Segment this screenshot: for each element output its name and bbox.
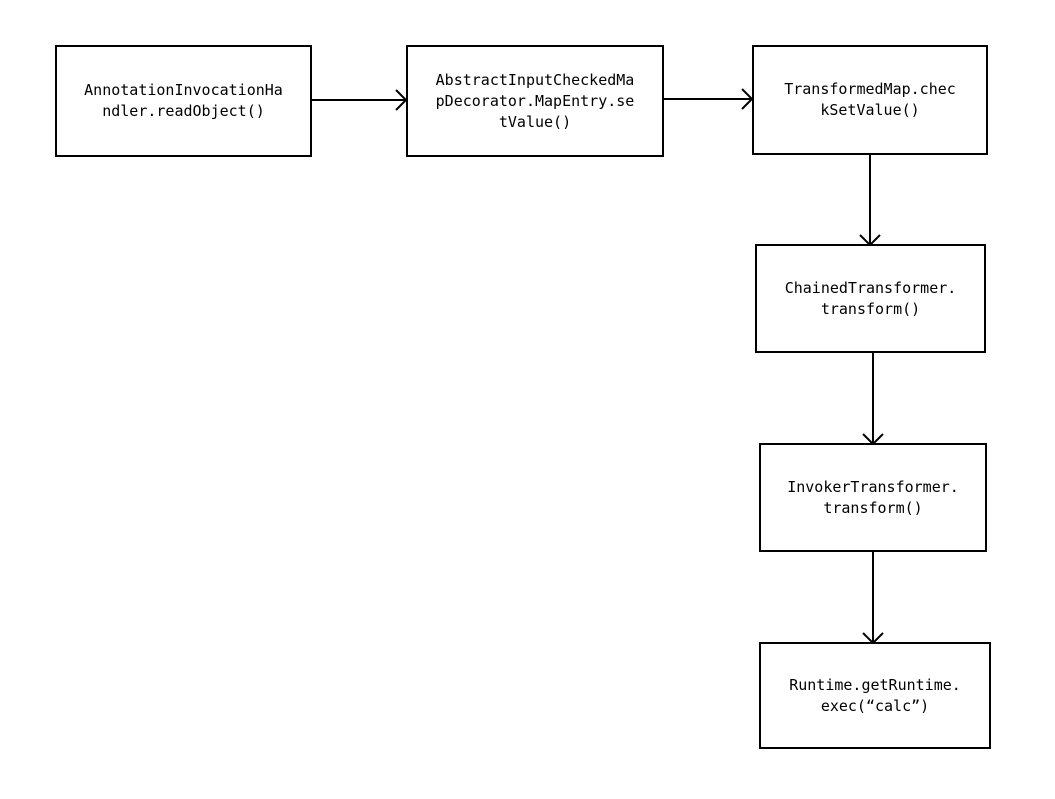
node-label: TransformedMap.chec kSetValue(): [784, 80, 956, 119]
edge-abstract-to-transformedmap: [664, 88, 754, 110]
node-label: InvokerTransformer. transform(): [787, 477, 959, 517]
edge-transformedmap-to-chained: [859, 154, 881, 247]
node-runtime-exec: Runtime.getRuntime. exec(“calc”): [759, 642, 991, 749]
edge-annotation-to-abstract: [312, 89, 408, 111]
node-label: ChainedTransformer. transform(): [784, 278, 957, 318]
node-abstract-input-checked-map-decorator: AbstractInputCheckedMa pDecorator.MapEnt…: [406, 45, 664, 157]
node-invoker-transformer: InvokerTransformer. transform(): [759, 443, 987, 552]
node-label: AnnotationInvocationHa ndler.readObject(…: [84, 81, 283, 120]
node-label: Runtime.getRuntime. exec(“calc”): [789, 675, 961, 715]
node-transformed-map: TransformedMap.chec kSetValue(): [752, 45, 988, 155]
node-chained-transformer: ChainedTransformer. transform(): [755, 244, 986, 353]
node-label: AbstractInputCheckedMa pDecorator.MapEnt…: [435, 70, 635, 131]
edge-chained-to-invoker: [862, 352, 884, 446]
node-annotation-invocation-handler: AnnotationInvocationHa ndler.readObject(…: [55, 45, 312, 157]
edge-invoker-to-runtime: [862, 551, 884, 645]
